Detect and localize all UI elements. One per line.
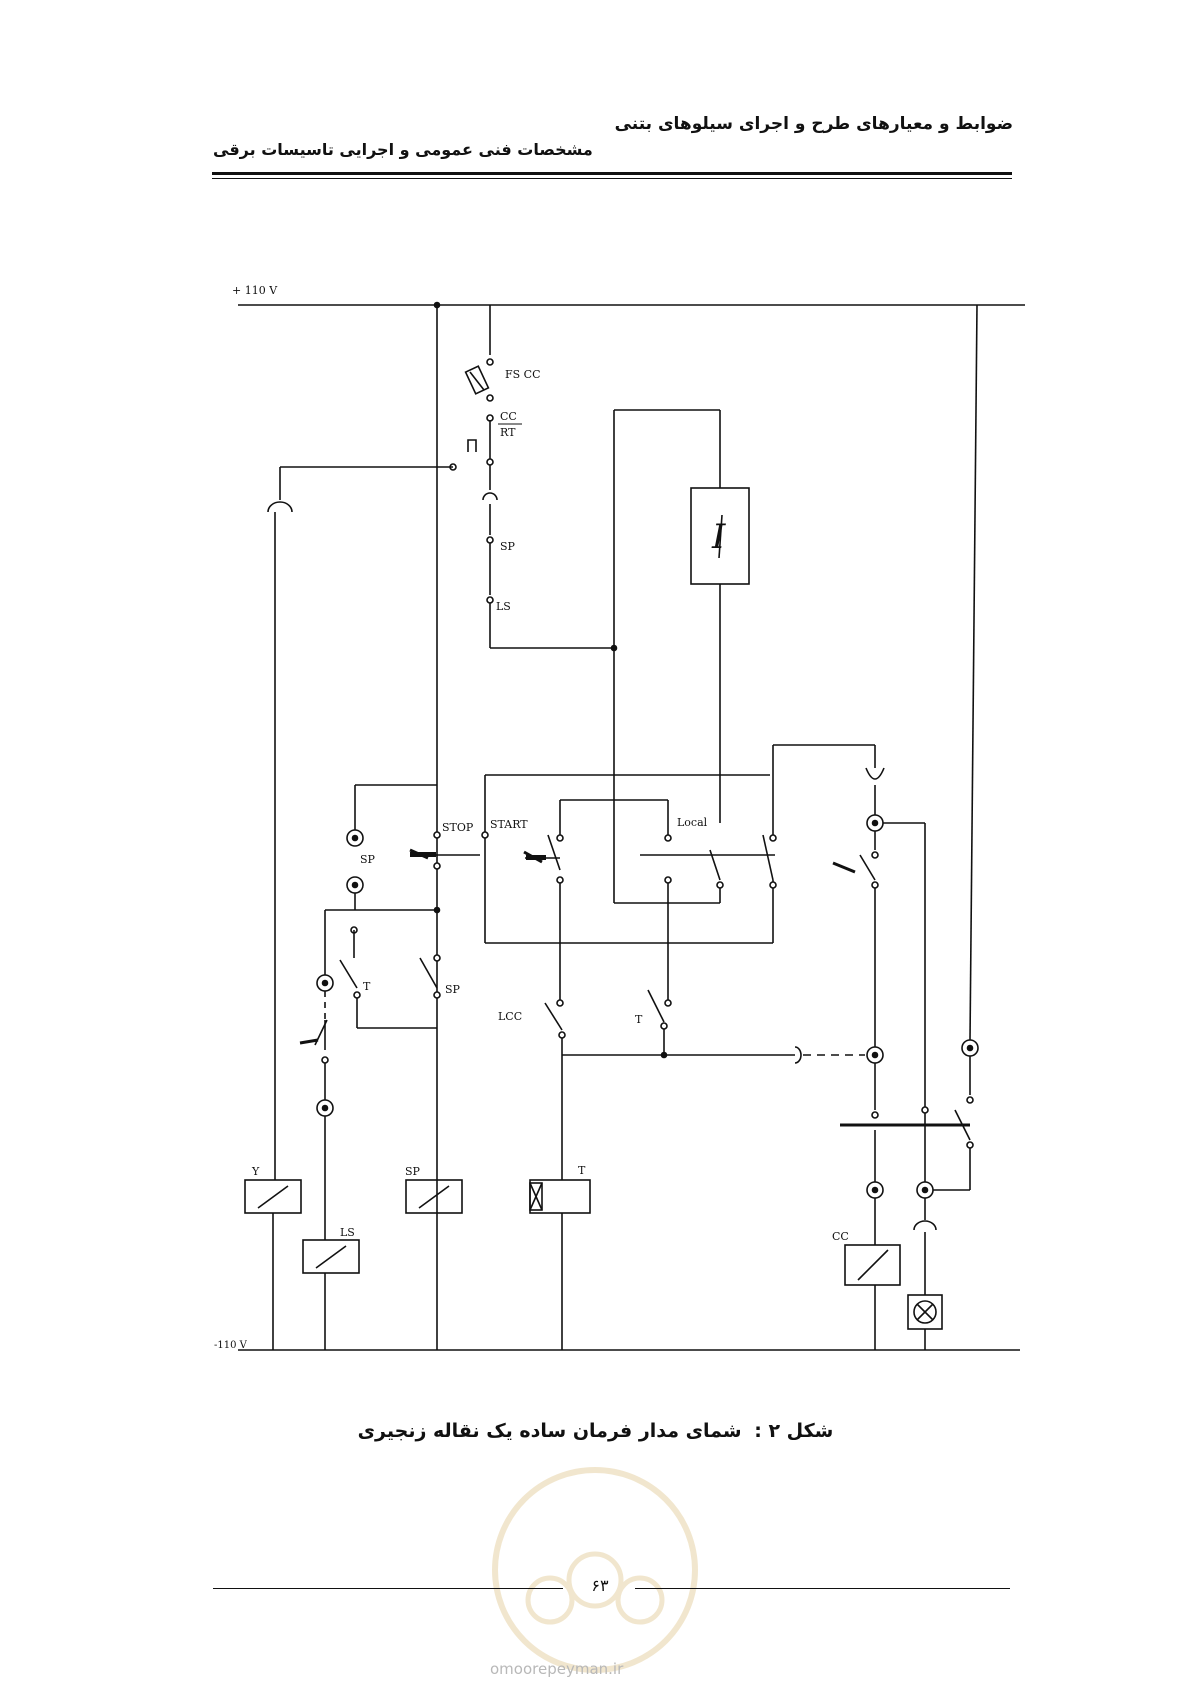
footer-rule-right: [635, 1588, 1010, 1589]
coil-ls: [302, 1239, 360, 1274]
header-rule: [212, 172, 1012, 175]
label-box-i: I: [711, 517, 726, 557]
label-sp-series: SP: [500, 540, 516, 553]
coil-cc: [844, 1244, 901, 1286]
label-coil-t: T: [578, 1164, 586, 1177]
rail-top-label: + 110 V: [232, 284, 278, 297]
label-coil-y: Y: [251, 1165, 260, 1178]
label-coil-ls: LS: [340, 1226, 355, 1239]
label-rt: RT: [500, 426, 516, 439]
figure-caption-text: شمای مدار فرمان ساده یک نقاله زنجیری: [357, 1420, 742, 1442]
label-cc: CC: [500, 410, 517, 423]
label-sp-contact: SP: [445, 983, 461, 996]
watermark-url: omoorepeyman.ir: [490, 1660, 624, 1678]
header-rule-thin: [212, 178, 1012, 179]
figure-number: شکل ۲ :: [754, 1420, 834, 1442]
figure-caption: شکل ۲ : شمای مدار فرمان ساده یک نقاله زن…: [0, 1420, 1191, 1442]
label-coil-sp: SP: [405, 1165, 421, 1178]
label-fs-cc: FS CC: [505, 368, 541, 381]
coil-sp: [405, 1179, 463, 1214]
coil-t: [529, 1179, 591, 1214]
watermark-logo: [492, 1467, 698, 1673]
label-ls-series: LS: [496, 600, 511, 613]
page-number: ۶۳: [591, 1576, 609, 1595]
label-lcc: LCC: [498, 1010, 522, 1023]
header-right-title: ضوابط و معیارهای طرح و اجرای سیلوهای بتن…: [614, 114, 1013, 134]
label-local: Local: [677, 816, 708, 829]
label-stop: STOP: [442, 821, 474, 834]
label-t-contact: T: [363, 980, 371, 993]
label-sp-lamp: SP: [360, 853, 376, 866]
label-start: START: [490, 818, 528, 831]
label-t-contact2: T: [635, 1013, 643, 1026]
header-left-title: مشخصات فنی عمومی و اجرایی تاسیسات برقی: [213, 140, 593, 159]
footer-rule-left: [213, 1588, 563, 1589]
rail-bottom-label: -110 V: [214, 1340, 248, 1351]
label-coil-cc: CC: [832, 1230, 849, 1243]
